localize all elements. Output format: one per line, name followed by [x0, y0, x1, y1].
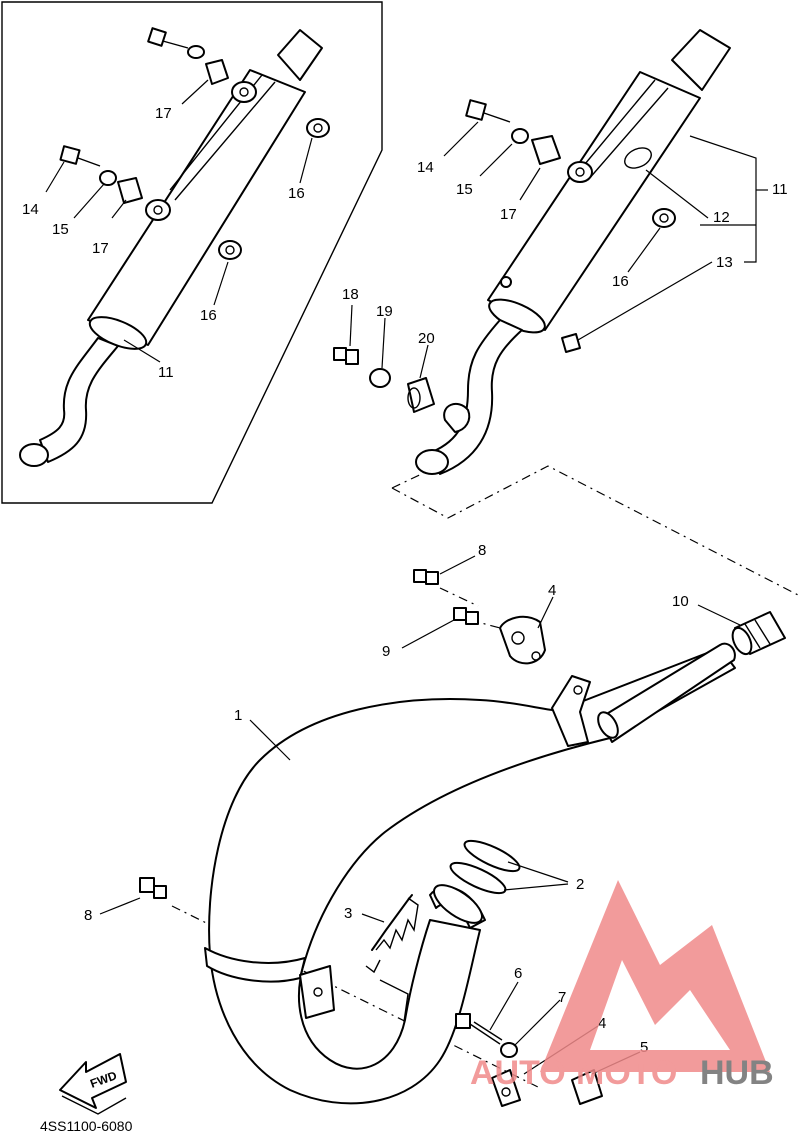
washer-19: [369, 368, 391, 388]
inset-panel: 17 14 15 17 16 16 11: [1, 1, 383, 504]
muffler-bracket: [443, 402, 471, 433]
muffler-tailpipe: [671, 29, 731, 91]
inset-bolt-17: [147, 27, 205, 59]
callout-20: 20: [418, 330, 435, 347]
pipe-band: [204, 947, 306, 983]
callout-6: 6: [514, 965, 522, 982]
callout-8: 8: [478, 542, 486, 559]
watermark-text-hub: HUB: [700, 1054, 774, 1092]
bolt-18: [333, 347, 359, 365]
watermark-text-auto: AUTO: [470, 1054, 566, 1092]
watermark-text-moto: MOTO: [576, 1054, 677, 1092]
callout-18: 18: [342, 286, 359, 303]
callout-5: 5: [640, 1039, 648, 1056]
washer-7: [500, 1042, 518, 1058]
automotohub-watermark: AUTO MOTO HUB: [470, 880, 774, 1092]
exhaust-pipe-assembly: 8 4 9 10 1 2 3 8 6 7 4 5: [84, 542, 786, 1107]
callout-inset-16b: 16: [200, 307, 217, 324]
callout-inset-17: 17: [155, 105, 172, 122]
gasket-2a: [463, 839, 521, 873]
callout-inset-16: 16: [288, 185, 305, 202]
bracket-4: [499, 615, 546, 665]
bolt-6: [455, 1013, 503, 1045]
bolt-8-upper: [413, 569, 439, 585]
callout-10: 10: [672, 593, 689, 610]
inset-tailpipe: [277, 29, 323, 81]
bolt-8-lower: [139, 877, 167, 899]
callout-13: 13: [716, 254, 733, 271]
expansion-chamber: [208, 647, 736, 1105]
fwd-arrow: FWD: [59, 1053, 127, 1115]
callout-16: 16: [612, 273, 629, 290]
joint-10: [731, 611, 786, 656]
callout-inset-11: 11: [158, 364, 174, 381]
muffler-screw-13: [561, 333, 581, 353]
muffler-collar-17: [531, 135, 561, 165]
muffler-bolt-14: [465, 99, 511, 123]
callout-15: 15: [456, 181, 473, 198]
callout-8b: 8: [84, 907, 92, 924]
spring-3: [365, 894, 419, 974]
collar-20: [407, 377, 435, 413]
inset-bolt-14: [59, 145, 101, 167]
callout-2: 2: [576, 876, 584, 893]
inset-collar-17: [205, 59, 229, 85]
callout-inset-15: 15: [52, 221, 69, 238]
hook-rod: [379, 979, 409, 1023]
callout-1: 1: [234, 707, 242, 724]
muffler-window: [624, 147, 652, 169]
callout-11: 11: [772, 181, 788, 198]
callout-17: 17: [500, 206, 517, 223]
callout-9: 9: [382, 643, 390, 660]
muffler-body: [487, 71, 701, 331]
callout-7: 7: [558, 989, 566, 1006]
callout-12: 12: [713, 209, 730, 226]
diagram-code: 4SS1100-6080: [40, 1118, 133, 1134]
watermark-logo-icon: [540, 880, 770, 1072]
muffler-washer-15: [511, 128, 529, 144]
inset-washer-15: [99, 170, 117, 186]
inset-muffler-body: [87, 69, 306, 346]
callout-19: 19: [376, 303, 393, 320]
gasket-2b: [449, 861, 507, 895]
inset-head-pipe: [39, 337, 119, 463]
collar-5: [571, 1069, 603, 1105]
inset-collar-17b: [117, 177, 143, 204]
bolt-9: [453, 607, 479, 625]
callout-inset-17b: 17: [92, 240, 109, 257]
callout-inset-14: 14: [22, 201, 39, 218]
callout-3: 3: [344, 905, 352, 922]
callout-14: 14: [417, 159, 434, 176]
muffler-head-pipe: [431, 319, 523, 475]
pipe-stinger: [599, 642, 736, 743]
muffler-assembly: 14 15 17 12 11 16 13 18 19 20: [333, 29, 788, 475]
callout-4: 4: [548, 582, 556, 599]
pipe-band-bracket: [299, 965, 335, 1019]
muffler-grommet-16: [652, 208, 676, 228]
callout-4b: 4: [598, 1015, 606, 1032]
